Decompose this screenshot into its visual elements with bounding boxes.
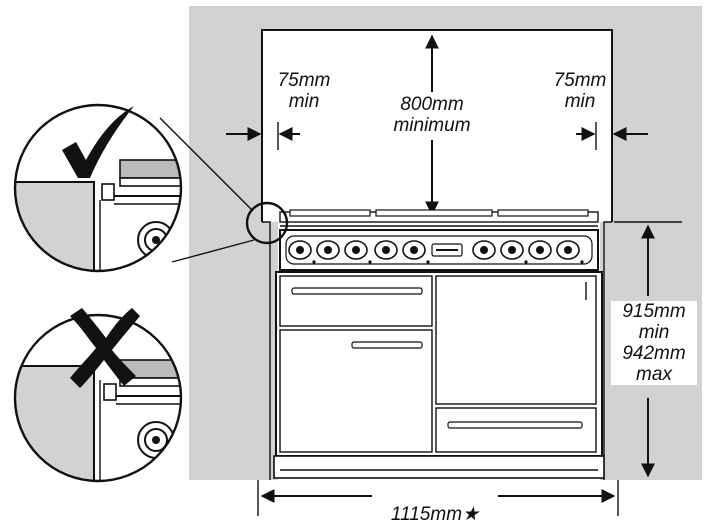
height-dimension-arrow [614,221,682,478]
right-clearance-arrows [576,122,648,150]
top-clearance-label: 800mm minimum [362,94,502,136]
control-knob [556,240,580,260]
width-label: 1115mm★ [370,504,500,525]
right-storage-drawer [435,407,597,453]
control-knobs [288,240,584,264]
control-knob [500,240,524,260]
control-knob [344,240,368,260]
hob-pan-supports [279,209,599,227]
left-top-oven-door [279,275,433,327]
range-cooker [273,209,605,479]
right-main-oven-door [435,275,597,405]
left-bottom-oven-door [279,329,433,453]
width-dimension-arrow [257,480,619,516]
left-clearance-arrows [226,122,300,150]
control-knob [316,240,340,260]
correct-installation-detail [13,103,183,273]
control-knob [402,240,426,260]
control-knob [288,240,312,260]
control-knob [528,240,552,260]
height-range-label: 915mm min 942mm max [611,301,697,385]
left-clearance-label: 75mm min [277,70,331,112]
check-mark-icon [62,106,134,178]
detail-circle-marker [159,117,289,263]
right-clearance-label: 75mm min [553,70,607,112]
brand-badge [431,243,463,257]
incorrect-installation-detail [13,308,183,483]
control-knob [374,240,398,260]
cross-mark-icon [70,308,140,388]
control-knob [472,240,496,260]
